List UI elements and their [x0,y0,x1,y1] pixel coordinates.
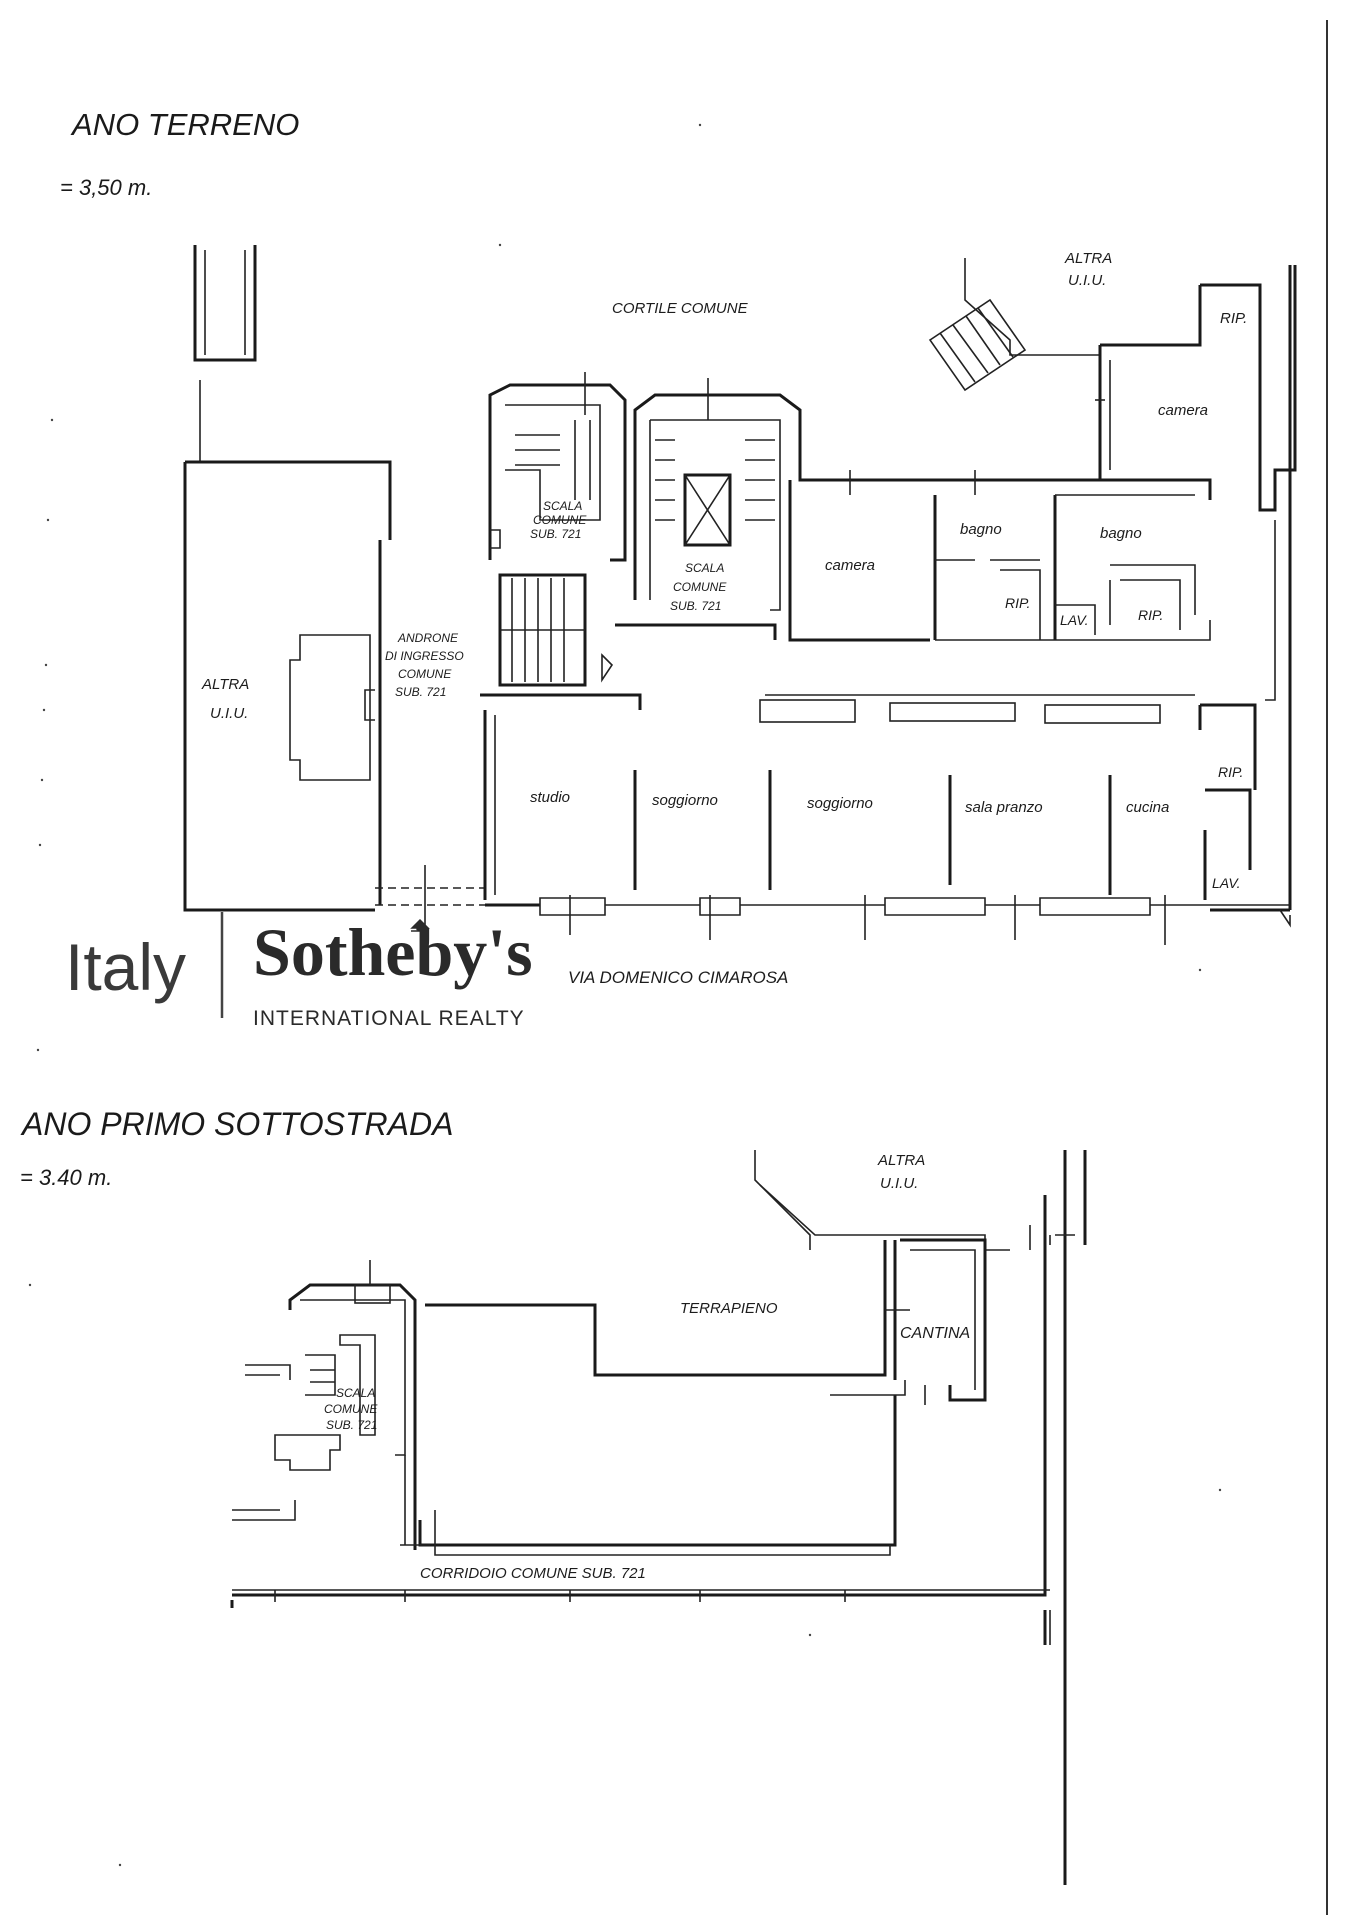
label-scala2-3: SUB. 721 [670,599,721,613]
label-studio: studio [530,789,570,806]
label-terrapieno: TERRAPIENO [680,1300,778,1317]
label-soggiorno-1: soggiorno [652,792,718,809]
label-sala-pranzo: sala pranzo [965,799,1043,816]
label-rip-2: RIP. [1138,607,1163,623]
label-corridoio: CORRIDOIO COMUNE SUB. 721 [420,1565,646,1582]
logo-sothebys-text: Sotheby's [253,914,533,990]
label-cortile-comune: CORTILE COMUNE [612,300,749,317]
scan-noise [28,123,1222,1867]
label-street: VIA DOMENICO CIMAROSA [568,968,788,987]
basement-height: = 3.40 m. [20,1165,112,1190]
ground-floor-labels: CORTILE COMUNE ALTRA U.I.U. RIP. camera … [201,250,1247,987]
label-basement-scala-3: SUB. 721 [326,1418,377,1432]
logo-italy-text: Italy [65,930,186,1004]
label-soggiorno-2: soggiorno [807,795,873,812]
label-basement-altra-2: U.I.U. [880,1175,918,1192]
label-basement-scala-2: COMUNE [324,1402,378,1416]
label-basement-scala-1: SCALA [336,1386,375,1400]
label-lav-1: LAV. [1060,612,1089,628]
label-androne-4: SUB. 721 [395,685,446,699]
basement-labels: ALTRA U.I.U. TERRAPIENO CANTINA SCALA CO… [324,1152,970,1582]
label-rip-top: RIP. [1220,310,1247,327]
label-androne-1: ANDRONE [397,631,459,645]
label-altra-top-1: ALTRA [1064,250,1112,267]
label-scala2-1: SCALA [685,561,724,575]
label-bagno-2: bagno [1100,525,1142,542]
logo-crown-icon [410,918,430,932]
label-rip-3: RIP. [1218,764,1243,780]
label-altra-top-2: U.I.U. [1068,272,1106,289]
label-androne-2: DI INGRESSO [385,649,464,663]
label-cucina: cucina [1126,799,1169,816]
ground-floor-height: = 3,50 m. [60,175,152,200]
label-camera-right: camera [1158,402,1208,419]
label-altra-left-1: ALTRA [201,676,249,693]
label-basement-altra-1: ALTRA [877,1152,925,1169]
basement-title: ANO PRIMO SOTTOSTRADA [20,1106,453,1142]
label-altra-left-2: U.I.U. [210,705,248,722]
label-rip-1: RIP. [1005,595,1030,611]
label-scala1-2: COMUNE [533,513,587,527]
label-cantina: CANTINA [900,1325,970,1342]
label-androne-3: COMUNE [398,667,452,681]
basement-plan [230,1150,1087,1885]
label-camera: camera [825,557,875,574]
label-bagno-1: bagno [960,521,1002,538]
ground-floor-plan [183,245,1297,945]
label-scala1-1: SCALA [543,499,582,513]
ground-floor-title: ANO TERRENO [70,107,299,142]
label-scala1-3: SUB. 721 [530,527,581,541]
label-scala2-2: COMUNE [673,580,727,594]
logo-realty-text: INTERNATIONAL REALTY [253,1007,525,1030]
sothebys-logo: Italy Sotheby's INTERNATIONAL REALTY [65,912,533,1030]
label-lav-2: LAV. [1212,875,1241,891]
